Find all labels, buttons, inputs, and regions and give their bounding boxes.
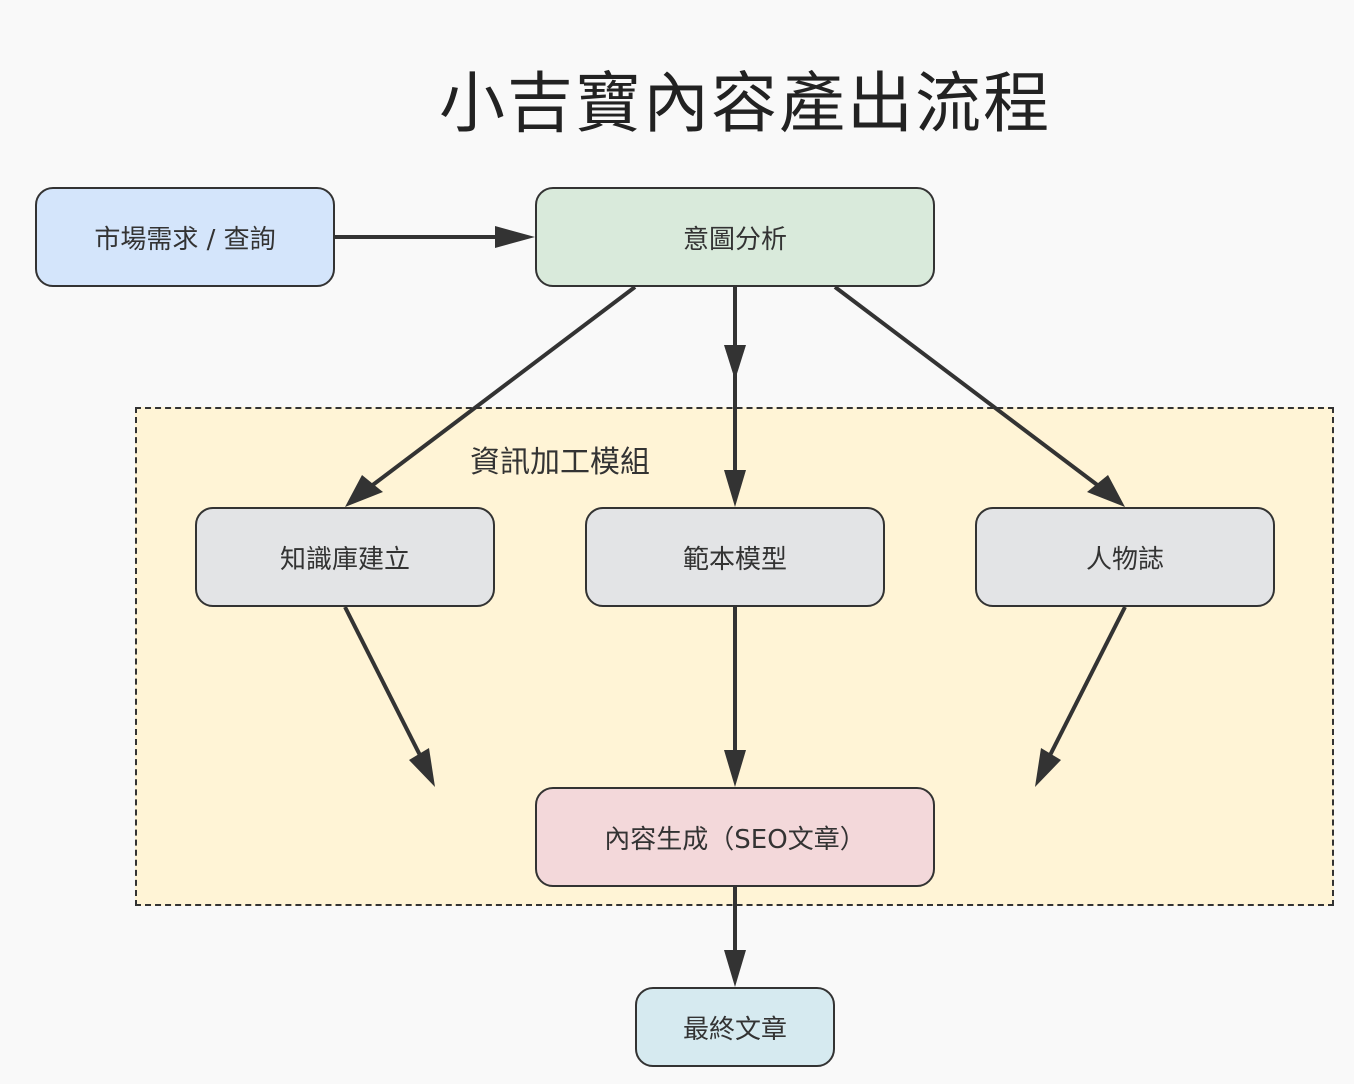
market-demand-node: 市場需求 / 查詢 (35, 187, 335, 287)
edge-knowledge-to-generate (343, 606, 435, 787)
edge-market-to-intent (335, 226, 535, 248)
content-generation-node: 內容生成（SEO文章） (535, 787, 935, 887)
edge-template-to-generate (724, 607, 746, 787)
knowledge-base-node: 知識庫建立 (195, 507, 495, 607)
edge-intent-to-knowledge (345, 285, 637, 507)
template-model-node: 範本模型 (585, 507, 885, 607)
edge-intent-to-persona (833, 285, 1125, 507)
edge-intent-to-template (724, 287, 746, 507)
persona-node: 人物誌 (975, 507, 1275, 607)
processing-module-label: 資訊加工模組 (470, 445, 650, 480)
diagram-title: 小吉寶內容產出流程 (439, 65, 1051, 142)
edge-persona-to-generate (1035, 606, 1127, 787)
final-article-node: 最終文章 (635, 987, 835, 1067)
edge-generate-to-final (724, 887, 746, 987)
intent-analysis-node: 意圖分析 (535, 187, 935, 287)
